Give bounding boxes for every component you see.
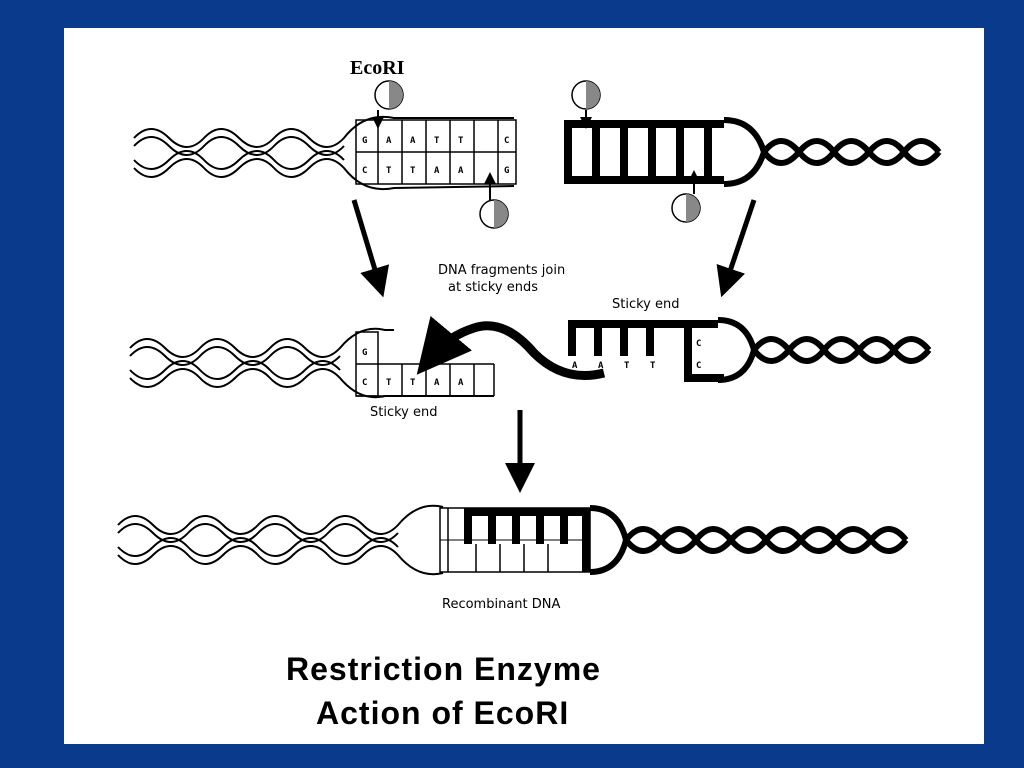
base: A [458,166,464,176]
base: G [362,136,367,146]
base: A [434,166,440,176]
base: C [362,378,367,388]
mid-right-bases: A A T T C C [572,339,701,371]
slide-panel: G A A T T C C T T A A G EcoRI [64,28,984,744]
enzyme-icon [571,80,601,129]
arrow-down-right [716,199,757,298]
base: C [696,339,701,349]
base: T [386,166,392,176]
base: C [696,361,701,371]
base: G [362,348,367,358]
top-left-ladder [355,119,517,185]
join-caption-line1: DNA fragments join [438,263,565,278]
recombinant-helix-left [117,504,444,576]
base: A [458,378,464,388]
enzyme-icon [671,170,701,223]
base: T [434,136,440,146]
base: T [386,378,392,388]
join-arrow [416,315,606,380]
mid-left-bases: G C T T A A [362,348,464,388]
arrow-down-left [351,199,390,298]
base: G [504,166,509,176]
sticky-end-label-left: Sticky end [370,405,438,420]
base: A [434,378,440,388]
join-caption-line2: at sticky ends [448,280,538,295]
base: C [504,136,509,146]
mid-left-ladder [355,331,495,397]
base: A [386,136,392,146]
base: T [458,136,464,146]
recombinant-label: Recombinant DNA [442,597,560,612]
base: T [624,361,630,371]
base: A [598,361,604,371]
top-left-helix [133,116,515,190]
base: T [410,378,416,388]
base: A [572,361,578,371]
base: T [410,166,416,176]
mid-left-helix [129,327,494,399]
enzyme-icon [479,172,509,229]
title-line2: Action of EcoRI [316,695,569,731]
enzyme-icon [372,80,404,129]
recombinant-ladder [439,505,909,575]
top-right-fragment [564,117,942,187]
sticky-end-label-right: Sticky end [612,297,680,312]
base: T [650,361,656,371]
base: C [362,166,367,176]
base: A [410,136,416,146]
restriction-diagram: G A A T T C C T T A A G EcoRI [117,57,942,731]
title-line1: Restriction Enzyme [286,651,601,687]
enzyme-label: EcoRI [350,57,405,79]
mid-right-fragment [568,317,932,383]
top-left-bases: G A A T T C C T T A A G [362,136,509,176]
